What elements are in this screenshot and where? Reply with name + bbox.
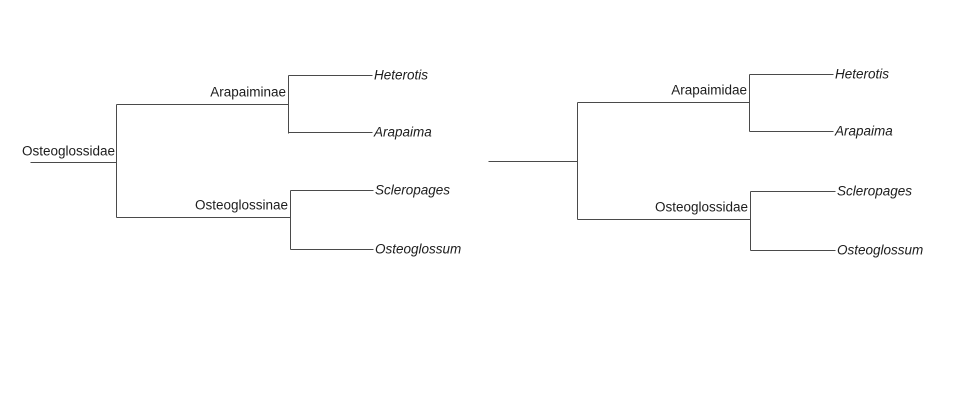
left-tree-clade-label-osteoglossinae: Osteoglossinae xyxy=(194,197,288,213)
left-tree-tip-label-osteoglossum: Osteoglossum xyxy=(375,241,462,257)
right-tree-tip-label-arapaima: Arapaima xyxy=(835,123,893,139)
left-tree-tip-label-scleropages: Scleropages xyxy=(375,182,451,198)
right-tree-tip-label-osteoglossum: Osteoglossum xyxy=(837,242,924,258)
right-tree-clade-label-osteoglossidae: Osteoglossidae xyxy=(654,199,748,215)
left-tree-tip-label-heterotis: Heterotis xyxy=(374,67,429,83)
right-tree-tip-label-heterotis: Heterotis xyxy=(835,66,890,82)
right-tree-clade-label-arapaimidae: Arapaimidae xyxy=(671,82,747,98)
left-tree-root-label: Osteoglossidae xyxy=(21,143,115,159)
left-tree-tip-label-arapaima: Arapaima xyxy=(374,124,432,140)
left-tree-clade-label-arapaiminae: Arapaiminae xyxy=(210,84,286,100)
right-tree-tip-label-scleropages: Scleropages xyxy=(837,183,913,199)
